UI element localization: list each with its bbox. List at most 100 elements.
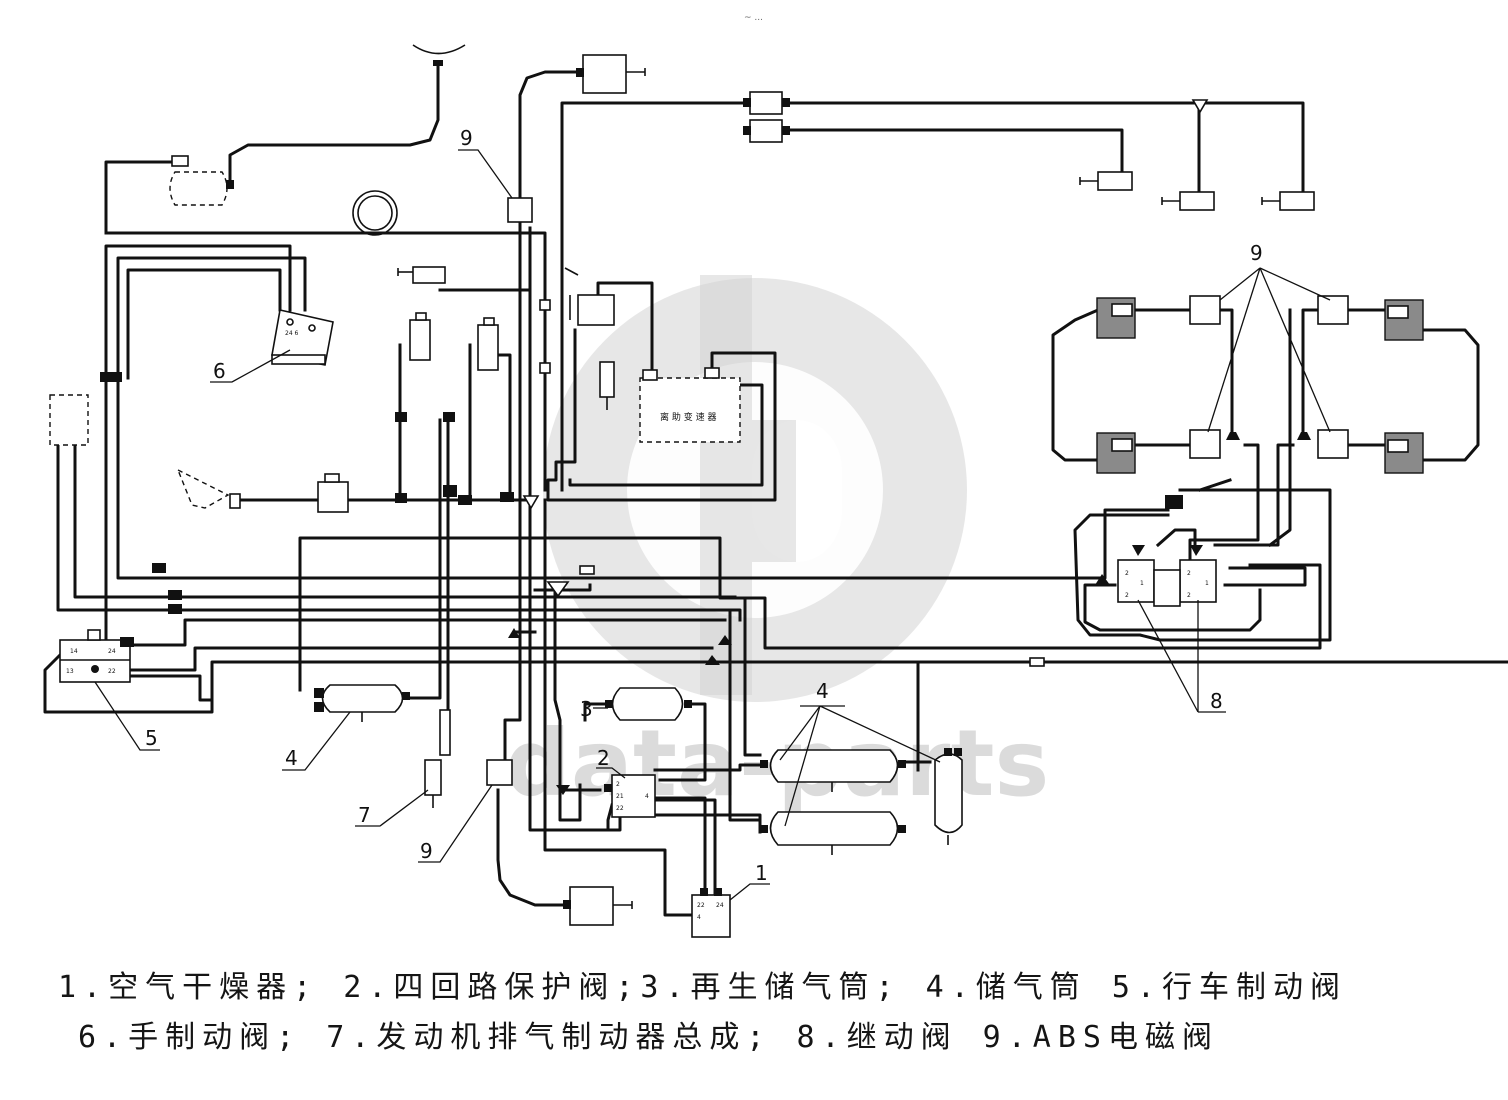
svg-text:22: 22	[108, 668, 116, 675]
callout-1: 1	[755, 861, 768, 885]
svg-text:2: 2	[1187, 570, 1191, 577]
svg-text:1: 1	[1140, 580, 1144, 587]
callout-3: 3	[580, 697, 593, 721]
connector-d	[120, 637, 134, 647]
reservoir-4-mid-upper	[760, 749, 906, 792]
abs-valve-fr	[1317, 295, 1349, 325]
regen-reservoir-3	[605, 687, 692, 721]
hand-brake-valve: 24 6	[271, 309, 334, 366]
inline-fitting-3	[579, 565, 595, 575]
reservoir-4-mid-lower	[760, 811, 906, 855]
four-circuit-valve: 2 21 22 4	[556, 774, 656, 818]
air-piping	[43, 60, 1508, 917]
relay-top-tee-r	[1190, 545, 1203, 556]
legend-line-1: 1.空气干燥器; 2.四回路保护阀;3.再生储气筒; 4.储气筒 5.行车制动阀	[58, 970, 1347, 1005]
tee-4	[500, 492, 514, 502]
exhaust-brake-cylinder	[564, 267, 615, 326]
top-left-chamber	[412, 44, 466, 66]
tee-7	[508, 628, 520, 638]
top-mark: ~ ...	[744, 13, 763, 23]
middle-valve-right	[477, 317, 499, 371]
wheel-chamber-rl	[1096, 432, 1136, 474]
connector-c	[168, 604, 182, 614]
callout-9-lower: 9	[420, 839, 433, 863]
svg-text:2: 2	[616, 781, 620, 788]
wheel-chamber-fr	[1384, 299, 1424, 341]
svg-text:24: 24	[716, 902, 724, 909]
callout-8: 8	[1210, 689, 1223, 713]
wheel-chamber-rr	[1384, 432, 1424, 474]
svg-text:22: 22	[616, 805, 624, 812]
tee-5	[522, 495, 540, 510]
svg-text:4: 4	[645, 793, 649, 800]
callout-6: 6	[213, 359, 226, 383]
dashed-box-left	[49, 394, 89, 446]
svg-text:24 6: 24 6	[285, 330, 299, 337]
legend-line-2: 6.手制动阀; 7.发动机排气制动器总成; 8.继动阀 9.ABS电磁阀	[78, 1020, 1219, 1055]
svg-text:24: 24	[108, 648, 116, 655]
reservoir-4-vertical	[934, 748, 963, 845]
callout-5: 5	[145, 726, 158, 750]
tee-8	[718, 635, 732, 645]
relay-valve-right: 2 1 2	[1179, 559, 1217, 603]
relay-center-block	[1153, 569, 1181, 607]
callout-4-left: 4	[285, 746, 298, 770]
rear-chamber-1	[1079, 171, 1133, 191]
relay-valve-left: 2 1 2	[1117, 559, 1155, 603]
inline-fitting-1	[539, 299, 551, 311]
transmission-box: 离 助 变 速 器	[639, 367, 741, 443]
svg-text:14: 14	[70, 648, 78, 655]
abs-valve-lower	[486, 759, 513, 786]
tee-6	[546, 581, 570, 598]
callout-9-upper: 9	[460, 126, 473, 150]
relay-top-tee-l	[1132, 545, 1145, 556]
check-valve-1	[395, 412, 407, 422]
air-dryer: 22 24 4	[691, 888, 731, 938]
svg-text:4: 4	[697, 914, 701, 921]
top-connector-blocks	[743, 91, 1209, 143]
reservoir-4-left	[314, 684, 410, 722]
callouts: 9 6 5 4 7 9 3 2 4 1 9 8	[94, 126, 1331, 901]
svg-text:22: 22	[697, 902, 705, 909]
brake-pedal	[177, 469, 241, 509]
abs-valve-upper	[507, 197, 533, 223]
tee-rear-left	[1226, 432, 1240, 440]
transmission-label: 离 助 变 速 器	[660, 411, 716, 423]
svg-text:21: 21	[616, 793, 624, 800]
connector-b	[168, 590, 182, 600]
left-clamp	[100, 372, 122, 382]
gearbox-side-cylinder	[599, 361, 615, 410]
tee-9	[705, 655, 720, 665]
callout-4-center: 4	[816, 679, 829, 703]
abs-valve-rr	[1317, 429, 1349, 459]
wheel-chamber-fl	[1096, 297, 1136, 339]
callout-9-right: 9	[1250, 241, 1263, 265]
relay-left-tee	[1095, 574, 1110, 585]
lower-actuator	[563, 886, 633, 926]
abs-valve-rl	[1189, 429, 1221, 459]
middle-valve-left	[409, 312, 431, 361]
rear-chamber-2	[1161, 191, 1215, 211]
check-valve-2	[443, 412, 455, 422]
pedal-valve	[317, 473, 349, 513]
top-actuator	[576, 54, 646, 94]
tee-rear-right	[1297, 432, 1311, 440]
svg-text:2: 2	[1187, 592, 1191, 599]
svg-text:2: 2	[1125, 592, 1129, 599]
inline-fitting-4	[1029, 657, 1045, 667]
svg-text:2: 2	[1125, 570, 1129, 577]
connector-a	[152, 563, 166, 573]
tee-3	[458, 495, 472, 505]
rear-chamber-3	[1261, 191, 1315, 211]
dashed-tank	[169, 155, 234, 206]
svg-text:1: 1	[1205, 580, 1209, 587]
tee-1	[395, 493, 407, 503]
top-mid-chamber	[397, 266, 446, 284]
callout-2: 2	[597, 746, 610, 770]
svg-text:13: 13	[66, 668, 74, 675]
inline-fitting-2	[539, 362, 551, 374]
exhaust-brake-assembly	[424, 709, 451, 808]
relay-top-connector	[1165, 495, 1183, 509]
tee-2	[443, 485, 457, 497]
